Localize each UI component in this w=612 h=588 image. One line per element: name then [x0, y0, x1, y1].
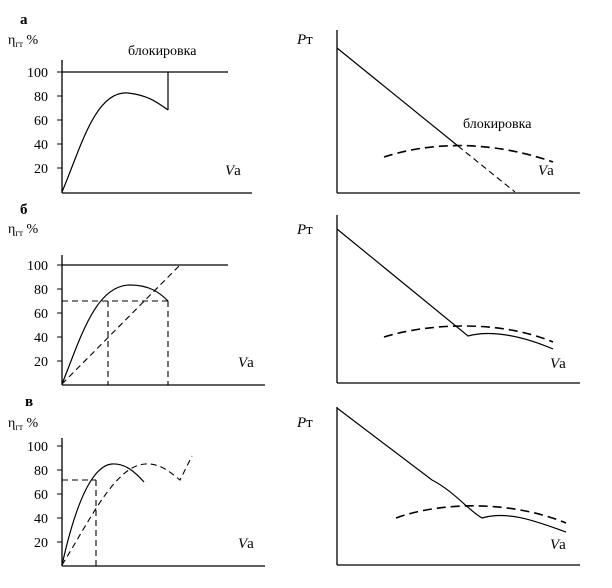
- panel-a-speed-label-left: Va: [225, 163, 241, 179]
- panel-c-efficiency-curve-1: [61, 463, 145, 566]
- panel-a-tick-20: 20: [34, 162, 48, 177]
- panel-c-speed-label-right: Va: [550, 537, 566, 553]
- panel-a-efficiency-plot: ηгт % 100 80 60 40 20 блокировка Va: [8, 33, 252, 194]
- panel-c-tick-40: 40: [34, 512, 48, 527]
- panel-a-speed-label-right: Va: [538, 163, 554, 179]
- panel-a-eta-label: ηгт %: [8, 33, 38, 49]
- panel-b-eta-label: ηгт %: [8, 222, 38, 238]
- panel-a-pump-power-extension: [457, 145, 516, 193]
- panel-b-speed-label-left: Va: [238, 355, 254, 371]
- panel-c-efficiency-plot: ηгт % 100 80 60 40 20 Va: [8, 416, 265, 567]
- panel-c: в ηгт % 100 80 60 40 20 Va: [8, 394, 580, 567]
- panel-a-engine-power-curve: [383, 144, 554, 163]
- panel-a-tick-100: 100: [27, 66, 48, 81]
- panel-a-letter: а: [20, 12, 28, 28]
- panel-b-power-label: Pт: [296, 222, 313, 238]
- panel-b-y-ticks: 100 80 60 40 20: [27, 259, 62, 370]
- panel-c-engine-power-curve: [395, 505, 567, 524]
- panel-a-power-label: Pт: [296, 32, 313, 48]
- panel-b-tick-60: 60: [34, 307, 48, 322]
- panel-a-tick-40: 40: [34, 138, 48, 153]
- panel-b-pump-power-curve: [336, 228, 554, 350]
- panel-c-pump-power-curve: [336, 407, 567, 533]
- panel-b-tick-20: 20: [34, 355, 48, 370]
- panel-c-efficiency-curve-2: [61, 455, 193, 566]
- panel-b-letter: б: [20, 202, 28, 218]
- panel-a-blocking-label-right: блокировка: [463, 117, 532, 132]
- panel-c-tick-60: 60: [34, 488, 48, 503]
- panel-b-efficiency-curve: [61, 284, 169, 385]
- panel-c-letter: в: [25, 394, 33, 410]
- panel-c-tick-20: 20: [34, 536, 48, 551]
- panel-b-tick-80: 80: [34, 283, 48, 298]
- panel-a-power-plot: Pт блокировка Va: [296, 30, 580, 194]
- panel-a-pump-power-line: [336, 47, 459, 147]
- panel-a-tick-80: 80: [34, 90, 48, 105]
- panel-c-speed-label-left: Va: [238, 536, 254, 552]
- panel-a-efficiency-curve: [61, 92, 169, 193]
- panel-b-coupling-line: [61, 263, 182, 385]
- panel-b-tick-40: 40: [34, 331, 48, 346]
- panel-c-eta-label: ηгт %: [8, 416, 38, 432]
- panel-b-speed-label-right: Va: [550, 356, 566, 372]
- panel-b-power-plot: Pт Va: [296, 215, 580, 384]
- panel-b-tick-100: 100: [27, 259, 48, 274]
- panel-a-y-ticks: 100 80 60 40 20: [27, 66, 62, 177]
- panel-c-y-ticks: 100 80 60 40 20: [27, 440, 62, 551]
- panel-b: б ηгт % 100 80 60 40 20 Va: [8, 202, 580, 386]
- panel-c-power-plot: Pт Va: [296, 407, 580, 566]
- panel-c-tick-100: 100: [27, 440, 48, 455]
- panel-a-tick-60: 60: [34, 114, 48, 129]
- panel-b-efficiency-plot: ηгт % 100 80 60 40 20 Va: [8, 222, 265, 386]
- panel-a: а ηгт % 100 80 60 40 20 блокировка Va: [8, 12, 580, 194]
- panel-b-engine-power-curve: [383, 325, 554, 343]
- panel-a-blocking-label-left: блокировка: [128, 44, 197, 59]
- panel-c-power-label: Pт: [296, 415, 313, 431]
- panel-c-tick-80: 80: [34, 464, 48, 479]
